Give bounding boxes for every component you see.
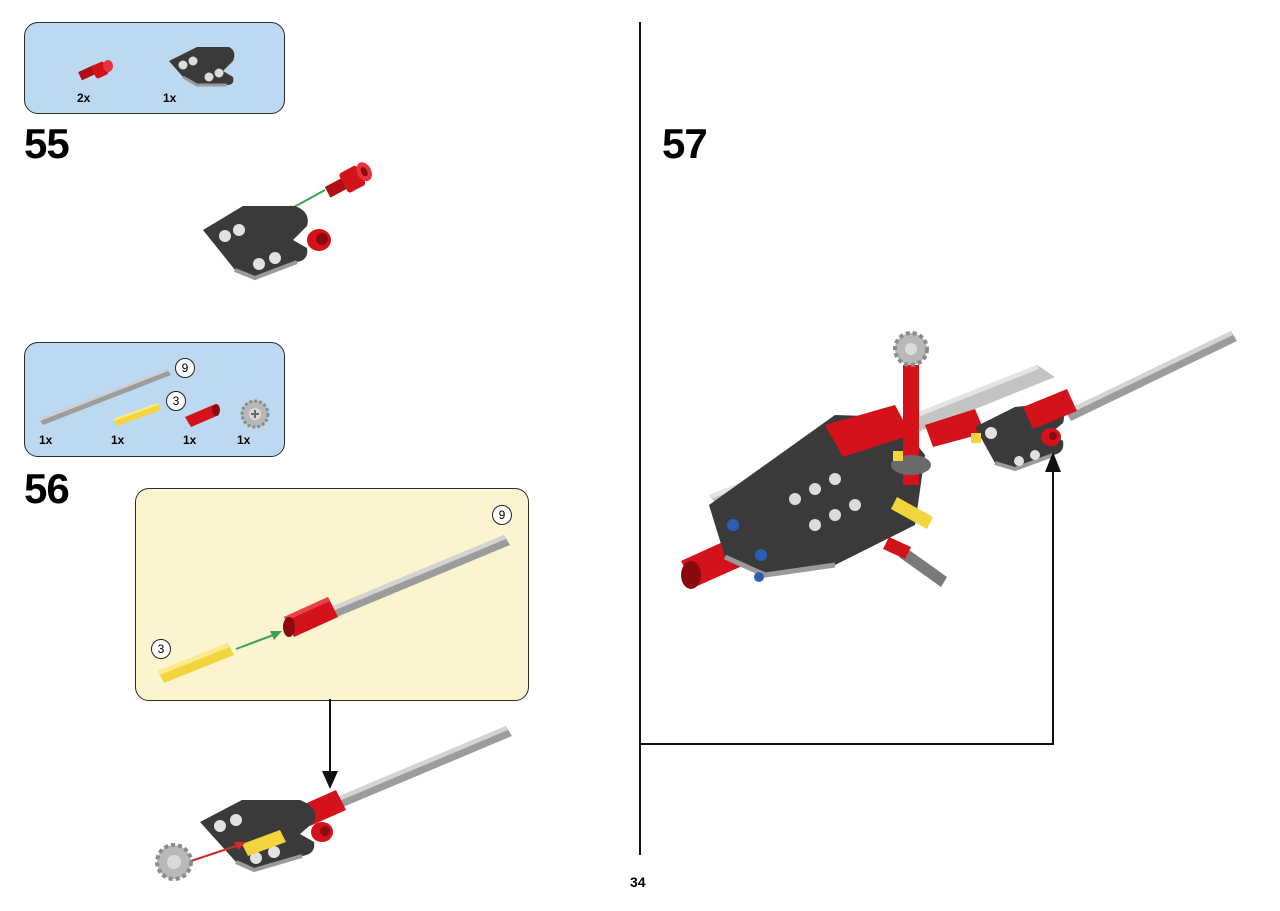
page-divider	[639, 22, 641, 855]
page-number: 34	[630, 874, 646, 890]
part-qty: 2x	[77, 91, 91, 105]
red-axle-connector-icon	[185, 404, 220, 427]
axle-length-badge: 9	[175, 358, 195, 378]
step-number: 55	[24, 120, 70, 167]
red-pin-with-bush-icon	[78, 60, 113, 81]
sub-assembly-callout: 9 3	[135, 488, 529, 701]
axle-length-badge: 9	[492, 505, 512, 525]
part-qty: 1x	[39, 433, 53, 447]
axle-length-badge: 3	[151, 639, 171, 659]
parts-list-step-56: 9 3 1x 1x 1x 1x	[24, 342, 285, 457]
axle-length-badge: 3	[166, 391, 186, 411]
part-qty: 1x	[183, 433, 197, 447]
step-55-assembly-illustration	[203, 162, 372, 281]
part-qty: 1x	[237, 433, 251, 447]
step-number: 57	[662, 120, 708, 167]
parts-list-step-55: 2x 1x	[24, 22, 285, 114]
step-57-assembly-illustration	[681, 331, 1237, 589]
dark-gray-beam-fork-icon	[169, 47, 235, 87]
yellow-axle-icon	[113, 403, 161, 426]
step-number: 56	[24, 465, 70, 512]
up-arrow-icon	[640, 452, 1061, 745]
gray-axle-icon	[39, 369, 171, 425]
light-gray-gear-icon	[240, 399, 270, 429]
sub-assembly-illustration	[158, 535, 510, 683]
step-56-assembly-illustration	[155, 726, 512, 881]
part-qty: 1x	[111, 433, 125, 447]
down-arrow-icon	[322, 699, 338, 789]
part-qty: 1x	[163, 91, 177, 105]
